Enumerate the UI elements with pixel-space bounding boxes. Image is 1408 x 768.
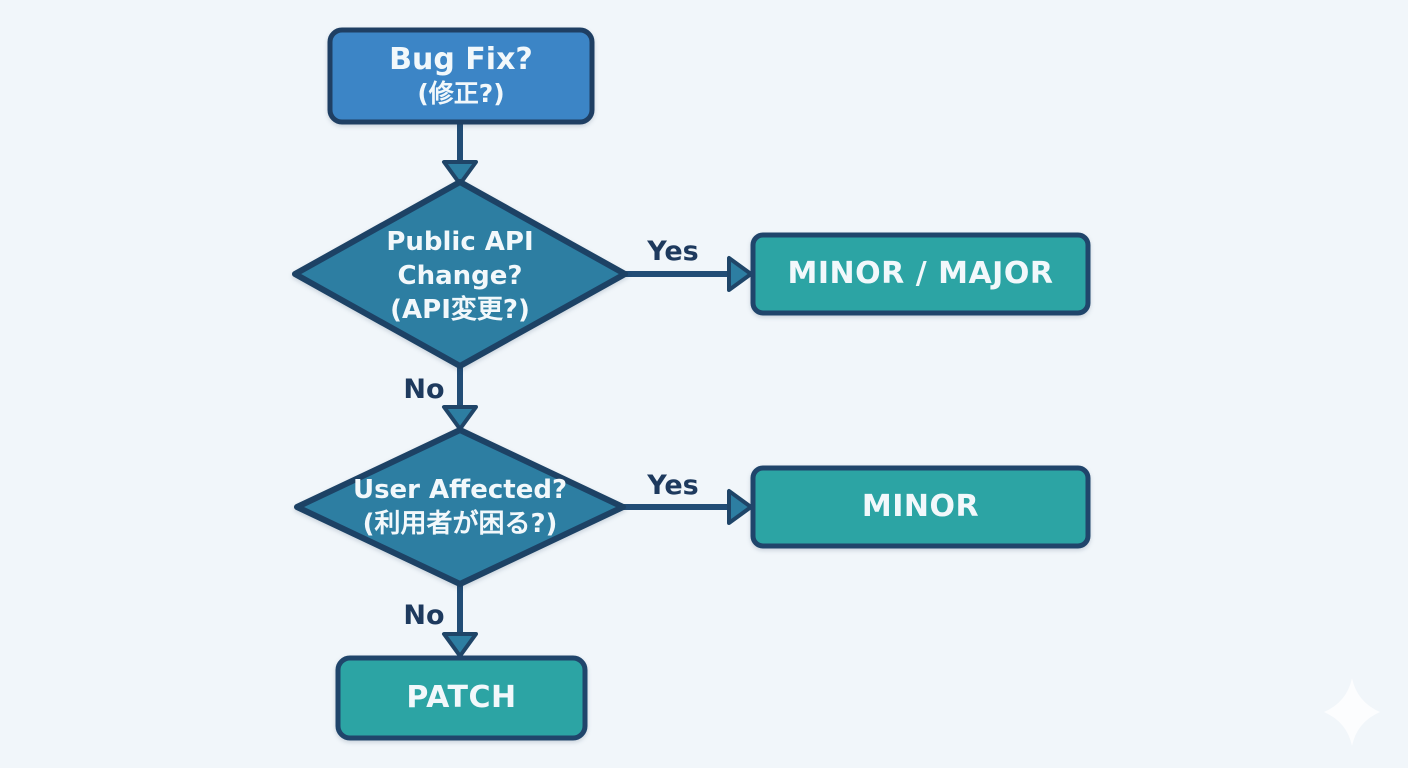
- arrowhead-user-yes: [727, 489, 753, 525]
- arrowhead-user-no: [442, 632, 478, 658]
- result-minor-major-shape: [750, 232, 1091, 316]
- decision-api-shape: [292, 179, 628, 369]
- arrowhead-api-no: [442, 405, 478, 431]
- decision-user-shape: [294, 427, 626, 587]
- result-patch-shape: [335, 655, 588, 741]
- start-node-shape: [327, 27, 595, 125]
- result-minor-shape: [750, 465, 1091, 549]
- arrowhead-start-to-api: [442, 160, 478, 186]
- sparkle-icon: [1324, 678, 1380, 746]
- arrowhead-api-yes: [727, 256, 753, 292]
